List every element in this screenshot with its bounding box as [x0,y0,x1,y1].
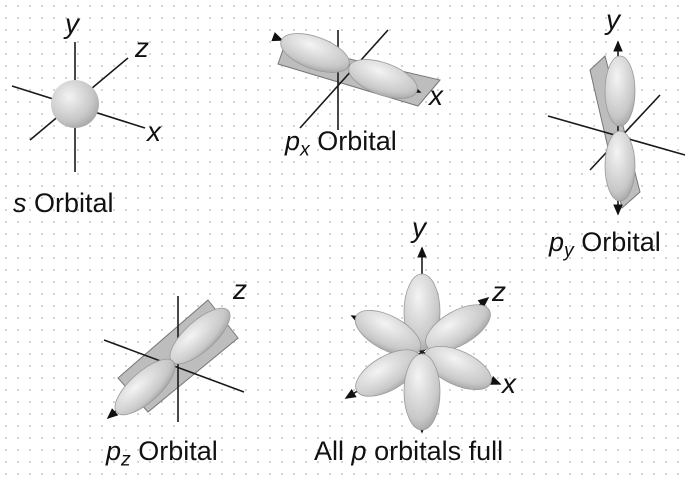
py-orbital [547,40,686,216]
px-subscript: x [300,138,310,161]
s-symbol: s [13,188,27,218]
pz-z-axis-label: z [233,274,247,305]
px-orbital-caption: px Orbital [285,126,397,160]
px-lobe-right [348,59,418,99]
all-prefix: All [314,436,345,466]
px-lobe-left [280,33,350,73]
lobe-y-bottom [403,353,441,431]
pz-subscript: z [121,448,131,471]
s-x-axis-label: x [147,116,161,147]
py-orbital-caption: py Orbital [549,227,661,261]
lobe-x-left [354,309,422,357]
all-x-axis-label: x [502,368,516,399]
px-symbol: p [285,126,301,156]
s-y-axis-label: y [65,8,79,39]
px-x-axis-label: x [429,80,443,111]
py-lobe-top [604,55,636,127]
py-caption-text: Orbital [581,227,661,257]
lobe-x-right [424,345,492,391]
s-caption-text: Orbital [34,188,114,218]
s-orbital-caption: s Orbital [13,190,114,217]
all-y-axis-label: y [412,212,426,243]
px-orbital [271,29,441,130]
py-y-axis-label: y [606,4,620,35]
px-caption-text: Orbital [317,126,397,156]
s-z-axis-label: z [135,32,149,63]
py-symbol: p [549,227,565,257]
all-z-axis-label: z [492,276,506,307]
pz-orbital-caption: pz Orbital [106,436,218,470]
all-caption-text: orbitals full [374,436,504,466]
py-subscript: y [564,239,574,262]
all-symbol: p [351,436,367,466]
s-sphere [51,80,99,128]
all-p-orbitals [344,246,502,434]
pz-lobe-front [114,358,176,416]
s-orbital [11,42,146,172]
pz-orbital [103,296,245,422]
pz-caption-text: Orbital [138,436,218,466]
lobe-z-back [425,304,491,352]
all-p-orbitals-caption: All p orbitals full [314,438,503,465]
pz-symbol: p [106,436,122,466]
py-lobe-bottom [604,130,636,202]
